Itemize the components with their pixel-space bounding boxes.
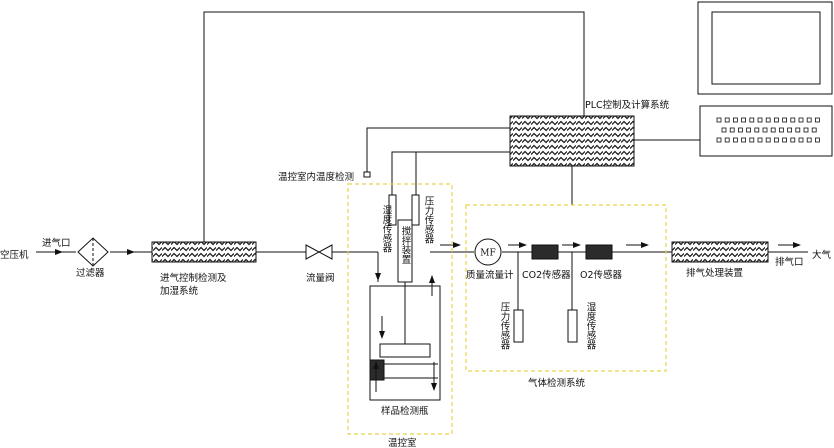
keyboard-key — [798, 117, 804, 123]
atmosphere-label: 大气 — [812, 249, 832, 261]
pressure-sensor-1-label: 压力传感器 — [423, 196, 435, 244]
keyboard-key — [798, 137, 804, 143]
keyboard-key — [721, 127, 727, 133]
sample-bottle — [369, 262, 441, 401]
filter-symbol — [77, 237, 109, 267]
keyboard-key — [729, 127, 735, 133]
pressure-sensor-2-label: 压力传感器 — [499, 302, 511, 350]
keyboard-key — [765, 137, 771, 143]
exhaust-device-label: 排气处理装置 — [686, 267, 743, 279]
keyboard-key — [774, 117, 779, 123]
keyboard-key — [815, 137, 820, 143]
keyboard-key — [790, 137, 796, 143]
intake-system-label-line1: 进气控制检测及 — [160, 272, 227, 284]
monitor — [697, 1, 833, 95]
sample-bottle-label: 样品检测瓶 — [381, 405, 429, 417]
mass-flow-meter-label: 质量流量计 — [466, 269, 514, 281]
humidity-sensor-1-label: 湿度传感器 — [381, 205, 393, 253]
keyboard-key — [757, 117, 763, 123]
gas-detection-boundary — [465, 204, 667, 372]
keyboard-key — [765, 117, 771, 123]
detection-sensor-probes — [513, 252, 578, 343]
keyboard-key — [782, 137, 787, 143]
keyboard-key — [779, 127, 784, 133]
filter-label: 过滤器 — [76, 267, 105, 279]
flow-valve-label: 流量阀 — [306, 272, 335, 284]
keyboard-key — [757, 137, 763, 143]
chamber-temp-label: 温控室内温度检测 — [278, 171, 354, 183]
air-compressor-label: 空压机 — [0, 249, 29, 261]
keyboard-key — [754, 127, 760, 133]
co2-sensor-label: CO2传感器 — [522, 269, 571, 281]
gas-detection-system-label: 气体检测系统 — [528, 377, 586, 389]
o2-sensor-label: O2传感器 — [580, 269, 623, 281]
flow-arrows — [40, 242, 801, 255]
keyboard-key — [724, 117, 730, 123]
o2-sensor-block — [585, 244, 613, 260]
keyboard-key — [795, 127, 801, 133]
keyboard — [699, 105, 833, 157]
mf-label: MF — [480, 249, 495, 259]
temp-chamber-label: 温控室 — [388, 437, 417, 448]
keyboard-key — [787, 127, 792, 133]
keyboard-key — [733, 137, 738, 143]
keyboard-key — [724, 137, 730, 143]
keyboard-key — [738, 127, 743, 133]
stirrer-label: 搅拌装置 — [400, 225, 412, 264]
keyboard-key — [803, 127, 809, 133]
co2-sensor-block — [531, 244, 559, 260]
keyboard-key — [749, 117, 755, 123]
keyboard-key — [790, 117, 796, 123]
keyboard-key — [741, 137, 746, 143]
humidity-sensor-2-label: 湿度传感器 — [585, 302, 597, 350]
keyboard-key — [741, 117, 746, 123]
exhaust-port-label: 排气口 — [775, 256, 804, 268]
pressure-sensor-1-probe — [411, 194, 420, 226]
control-wires — [203, 11, 700, 242]
keyboard-key — [811, 127, 817, 133]
exhaust-treatment-block — [671, 241, 769, 263]
keyboard-key — [749, 137, 755, 143]
keyboard-key — [733, 117, 738, 123]
keyboard-key — [806, 117, 812, 123]
keyboard-key — [806, 137, 812, 143]
keyboard-key — [746, 127, 751, 133]
chamber-temp-probe — [363, 171, 371, 178]
temp-chamber-boundary — [347, 183, 453, 435]
plc-system-label: PLC控制及计算系统 — [585, 99, 670, 111]
flow-valve-symbol — [305, 244, 333, 260]
keyboard-key — [774, 137, 779, 143]
keyboard-key — [716, 117, 722, 123]
keyboard-key — [815, 117, 820, 123]
intake-control-system-block — [151, 241, 257, 263]
keyboard-key — [770, 127, 776, 133]
intake-system-label-line2: 加湿系统 — [160, 285, 199, 297]
keyboard-key — [782, 117, 787, 123]
plc-control-block — [509, 115, 635, 167]
keyboard-key — [716, 137, 722, 143]
humidity-sensor-1-probe — [388, 194, 397, 226]
keyboard-key — [762, 127, 768, 133]
mass-flow-meter-symbol: MF — [474, 238, 502, 266]
inlet-label: 进气口 — [42, 237, 71, 249]
